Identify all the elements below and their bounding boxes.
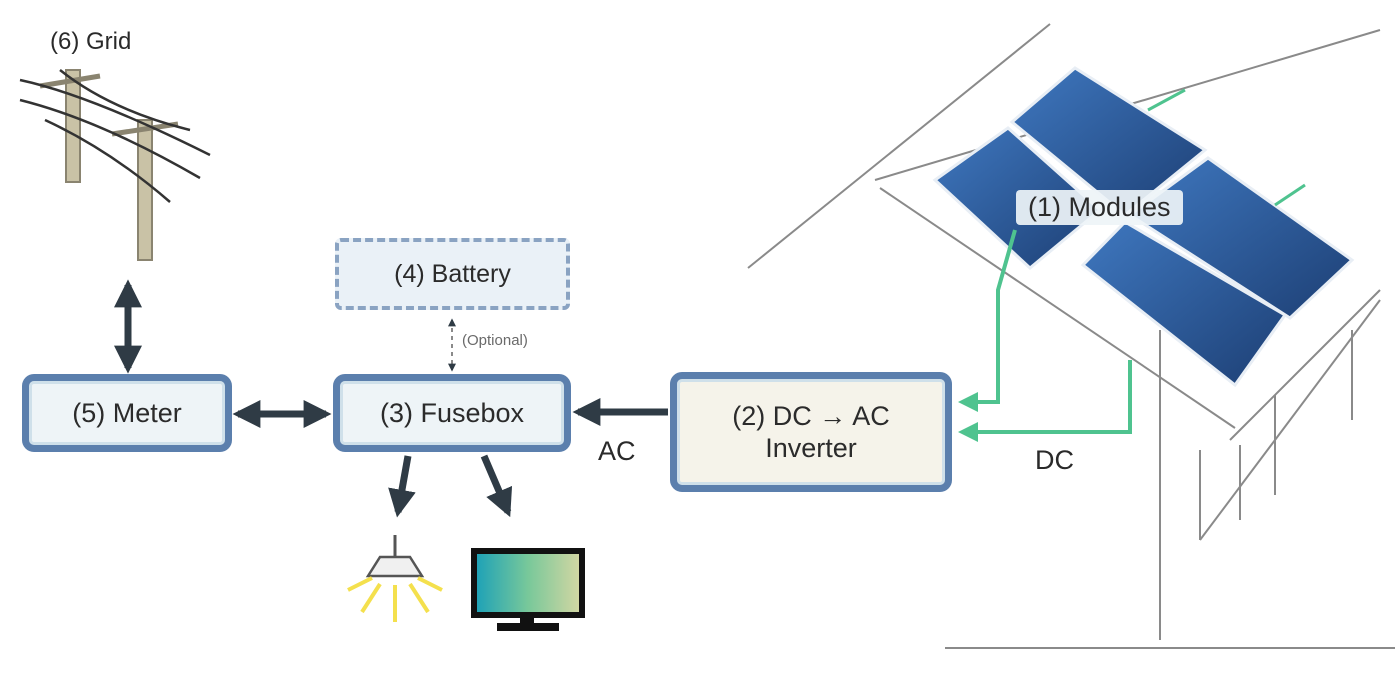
optional-label: (Optional) bbox=[462, 332, 528, 349]
dc-wires bbox=[958, 229, 1132, 442]
inverter-box: (2) DC → AC Inverter bbox=[670, 372, 952, 492]
monitor-icon bbox=[471, 548, 585, 631]
ac-label: AC bbox=[598, 436, 636, 466]
inverter-label-line1: (2) DC → AC bbox=[732, 400, 890, 431]
battery-box: (4) Battery bbox=[335, 238, 570, 310]
power-pole-icon bbox=[19, 69, 211, 261]
meter-label: (5) Meter bbox=[72, 397, 182, 428]
connector-arrows bbox=[114, 279, 668, 518]
ceiling-lamp-icon bbox=[347, 535, 443, 622]
fusebox-box: (3) Fusebox bbox=[333, 374, 571, 452]
modules-label: (1) Modules bbox=[1016, 190, 1183, 225]
battery-label: (4) Battery bbox=[394, 260, 511, 288]
grid-label: (6) Grid bbox=[50, 28, 132, 55]
house-outline-icon bbox=[747, 23, 1395, 649]
fusebox-label: (3) Fusebox bbox=[379, 397, 525, 428]
dc-label: DC bbox=[1035, 445, 1074, 475]
meter-box: (5) Meter bbox=[22, 374, 232, 452]
inverter-label-line2: Inverter bbox=[765, 433, 857, 463]
